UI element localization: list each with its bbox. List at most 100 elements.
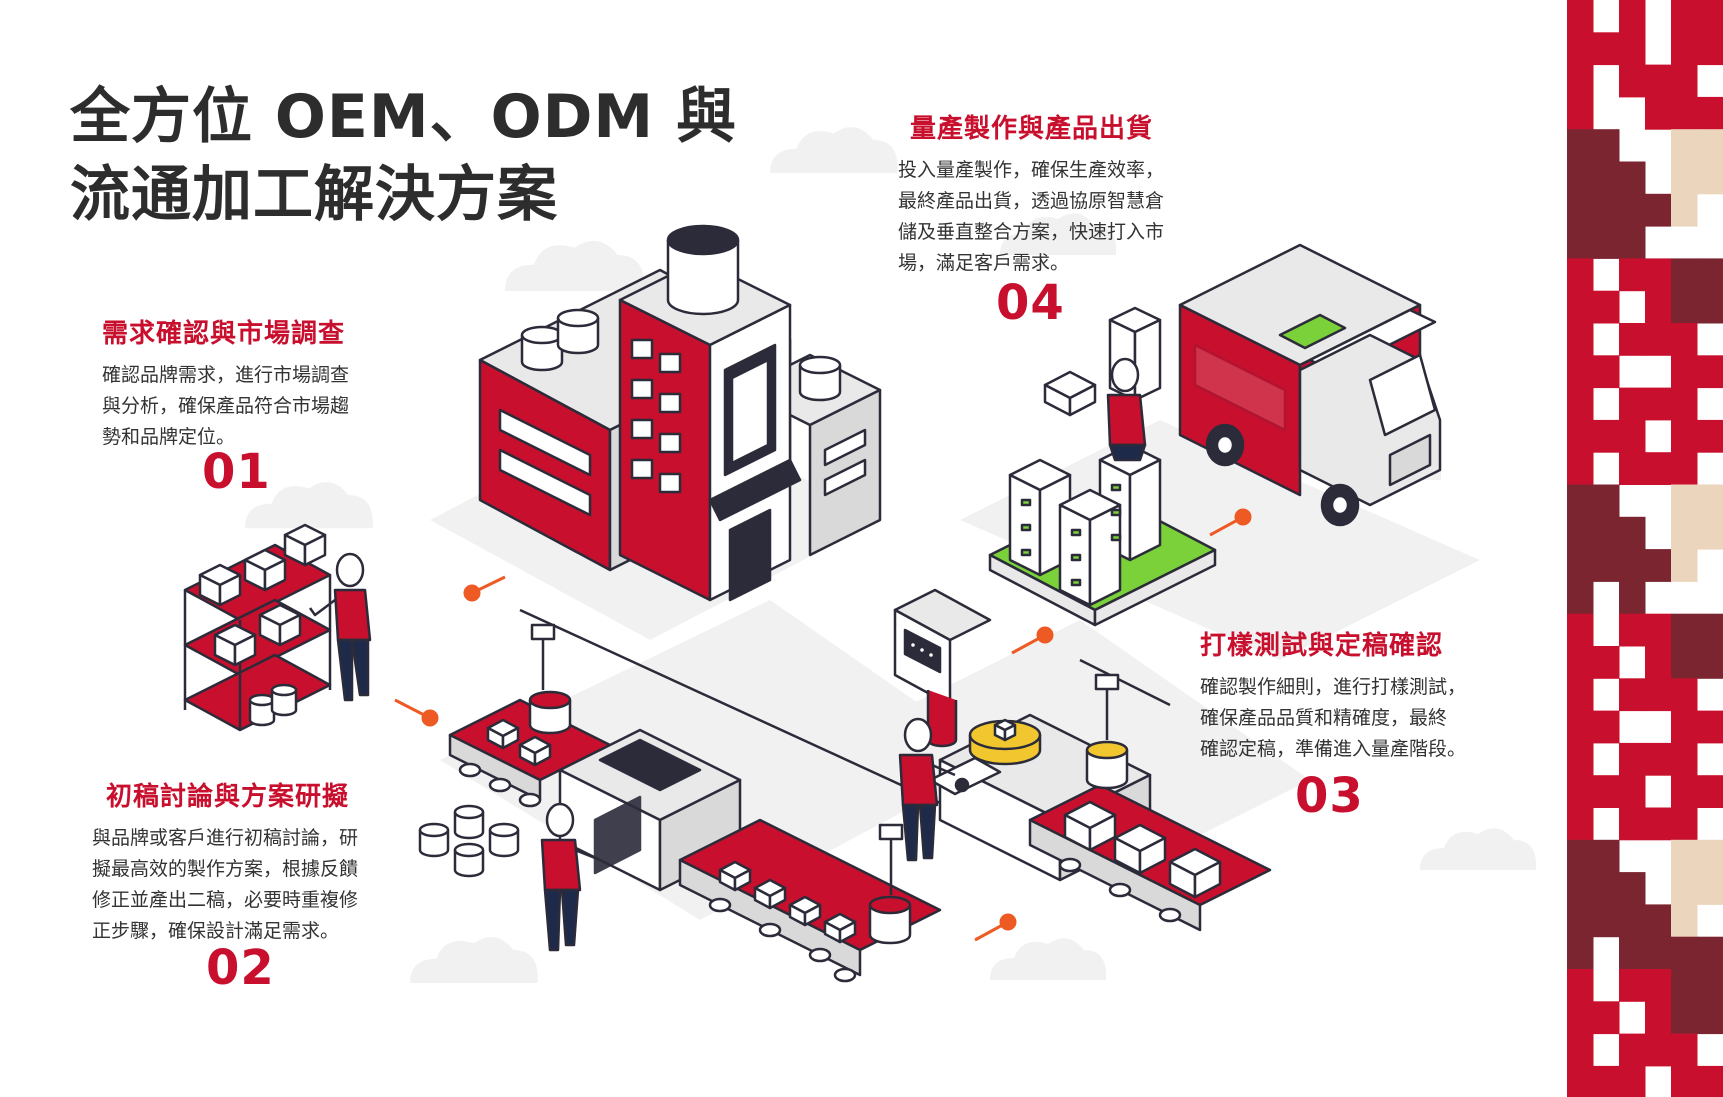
- mosaic-tile: [1593, 646, 1620, 679]
- mosaic-tile: [1697, 646, 1723, 679]
- worker-icon: [1106, 357, 1147, 462]
- mosaic-tile: [1567, 96, 1594, 130]
- mosaic-tile: [1619, 807, 1646, 841]
- mosaic-tile: [1697, 484, 1723, 518]
- mosaic-tile: [1619, 516, 1646, 550]
- mosaic-tile: [1645, 646, 1672, 679]
- step-01-heading: 需求確認與市場調查: [102, 319, 346, 349]
- mosaic-tile: [1593, 484, 1620, 518]
- mosaic-tile: [1671, 96, 1698, 130]
- mosaic-tile: [1567, 193, 1594, 227]
- mosaic-tile: [1645, 904, 1672, 938]
- mosaic-tile: [1619, 549, 1646, 582]
- mosaic-tile: [1619, 64, 1646, 98]
- mosaic-tile: [1671, 1001, 1698, 1035]
- mosaic-tile: [1645, 742, 1672, 776]
- mosaic-tile: [1697, 32, 1723, 66]
- mosaic-tile: [1697, 355, 1723, 389]
- step-02-line: 與品牌或客戶進行初稿討論，研: [92, 827, 359, 849]
- mosaic-tile: [1697, 1065, 1723, 1097]
- mosaic-tile: [1593, 419, 1620, 453]
- step-04-line: 投入量產製作，確保生產效率，: [898, 159, 1165, 181]
- inspection-machine-icon: [893, 588, 1272, 932]
- mosaic-tile: [1645, 613, 1672, 647]
- step-02-line: 修正並產出二稿，必要時重複修: [92, 889, 359, 911]
- mosaic-tile: [1593, 904, 1620, 938]
- mosaic-tile: [1671, 161, 1698, 195]
- mosaic-tile: [1619, 161, 1646, 195]
- mosaic-tile: [1567, 969, 1594, 1002]
- mosaic-tile: [1671, 936, 1698, 970]
- step-01-line: 勢和品牌定位。: [102, 426, 236, 448]
- step-03-block: 打樣測試與定稿確認 確認製作細則，進行打樣測試， 確保產品品質和精確度，最終 確…: [1200, 625, 1466, 765]
- mosaic-tile: [1619, 904, 1646, 938]
- step-03-heading: 打樣測試與定稿確認: [1200, 631, 1444, 661]
- mosaic-tile: [1697, 258, 1723, 292]
- mosaic-tile: [1645, 678, 1672, 712]
- step-02-block: 初稿討論與方案研擬 與品牌或客戶進行初稿討論，研 擬最高效的製作方案，根據反饋 …: [92, 776, 358, 947]
- step-04-line: 場，滿足客戶需求。: [898, 252, 1070, 274]
- mosaic-tile: [1567, 904, 1594, 938]
- step-03-line: 確保產品品質和精確度，最終: [1200, 707, 1448, 729]
- mosaic-tile: [1697, 419, 1723, 453]
- mosaic-tile: [1697, 129, 1723, 162]
- mosaic-tile: [1619, 0, 1646, 33]
- mosaic-tile: [1567, 775, 1594, 808]
- step-02-heading: 初稿討論與方案研擬: [106, 782, 350, 812]
- step-04-line: 儲及垂直整合方案，快速打入市: [898, 221, 1165, 243]
- mosaic-tile: [1593, 226, 1620, 259]
- mosaic-tile: [1671, 807, 1698, 841]
- mosaic-tile: [1567, 355, 1594, 389]
- mosaic-tile: [1619, 452, 1646, 485]
- mosaic-tile: [1567, 323, 1594, 356]
- mosaic-tile: [1645, 549, 1672, 582]
- mosaic-tile: [1645, 807, 1672, 841]
- mosaic-tile: [1593, 549, 1620, 582]
- mosaic-tile: [1567, 1033, 1594, 1067]
- mosaic-tile: [1671, 419, 1698, 453]
- mosaic-tile: [1567, 936, 1594, 970]
- mosaic-tile: [1697, 710, 1723, 744]
- mosaic-tile: [1619, 419, 1646, 453]
- mosaic-tile: [1593, 161, 1620, 195]
- mosaic-tile: [1671, 904, 1698, 938]
- mosaic-tile: [1671, 258, 1698, 292]
- mosaic-tile: [1593, 839, 1620, 873]
- mosaic-tile: [1567, 710, 1594, 744]
- mosaic-tile: [1567, 32, 1594, 66]
- mosaic-tile: [1671, 1065, 1698, 1097]
- storage-shelf-icon: [183, 523, 332, 732]
- step-04-block: 量產製作與產品出貨 投入量產製作，確保生產效率， 最終產品出貨，透過協原智慧倉 …: [898, 108, 1164, 279]
- mosaic-tile: [1619, 1065, 1646, 1097]
- mosaic-tile: [1567, 452, 1594, 485]
- mosaic-tile: [1567, 581, 1594, 615]
- mosaic-tile: [1645, 452, 1672, 485]
- mosaic-tile: [1671, 193, 1698, 227]
- page-title-line-1: 全方位 OEM、ODM 與: [70, 82, 737, 152]
- mosaic-tile: [1671, 969, 1698, 1002]
- mosaic-tile: [1567, 807, 1594, 841]
- mosaic-tile: [1671, 646, 1698, 679]
- step-01-line: 確認品牌需求，進行市場調查: [102, 364, 350, 386]
- mosaic-tile: [1593, 32, 1620, 66]
- mosaic-tile: [1593, 193, 1620, 227]
- mosaic-tile: [1671, 613, 1698, 647]
- delivery-truck-icon: [1178, 243, 1442, 527]
- mosaic-tile: [1593, 1001, 1620, 1035]
- mosaic-tile: [1619, 936, 1646, 970]
- mosaic-tile: [1697, 1001, 1723, 1035]
- mosaic-tile: [1567, 290, 1594, 324]
- mosaic-tile: [1567, 387, 1594, 421]
- mosaic-tile: [1567, 64, 1594, 98]
- mosaic-tile: [1567, 646, 1594, 679]
- mosaic-tile: [1671, 516, 1698, 550]
- mosaic-tile: [1697, 872, 1723, 905]
- step-01-description: 確認品牌需求，進行市場調查 與分析，確保產品符合市場趨 勢和品牌定位。: [102, 360, 349, 453]
- mosaic-tile: [1697, 969, 1723, 1002]
- mosaic-tile: [1697, 613, 1723, 647]
- mosaic-tile: [1619, 742, 1646, 776]
- mosaic-tile: [1619, 872, 1646, 905]
- mosaic-tile: [1567, 839, 1594, 873]
- mosaic-tile: [1671, 872, 1698, 905]
- step-03-number: 03: [1295, 768, 1364, 824]
